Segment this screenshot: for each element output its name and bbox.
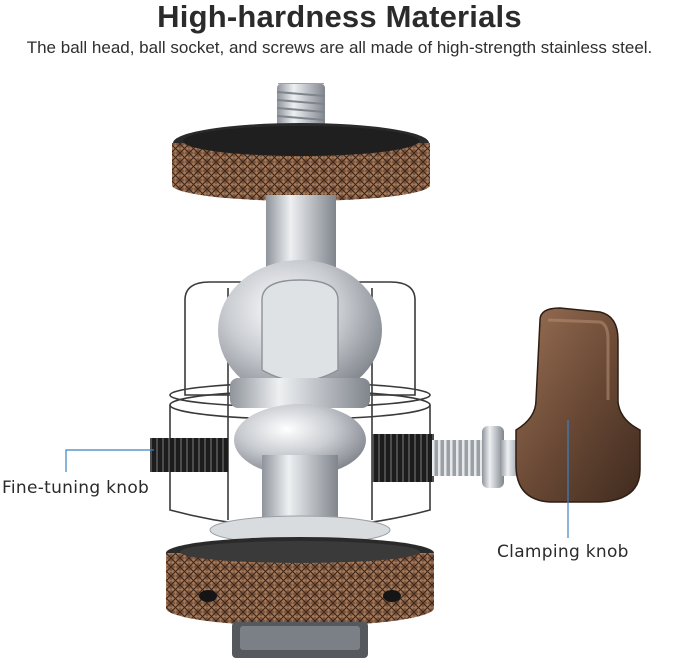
fine-tuning-leader-line [65, 449, 154, 472]
cold-shoe-base [232, 622, 368, 658]
bottom-knurled-knob [166, 537, 434, 626]
fine-tuning-knob-label: Fine-tuning knob [2, 478, 150, 498]
fine-tuning-screw [150, 438, 228, 472]
ball-joint [209, 260, 391, 545]
page-title: High-hardness Materials [157, 0, 522, 34]
top-knurled-knob [172, 123, 430, 201]
clamping-knob [515, 307, 641, 503]
page-subtitle: The ball head, ball socket, and screws a… [26, 38, 653, 57]
clamping-screw [372, 426, 522, 488]
clamping-knob-label: Clamping knob [497, 542, 629, 562]
